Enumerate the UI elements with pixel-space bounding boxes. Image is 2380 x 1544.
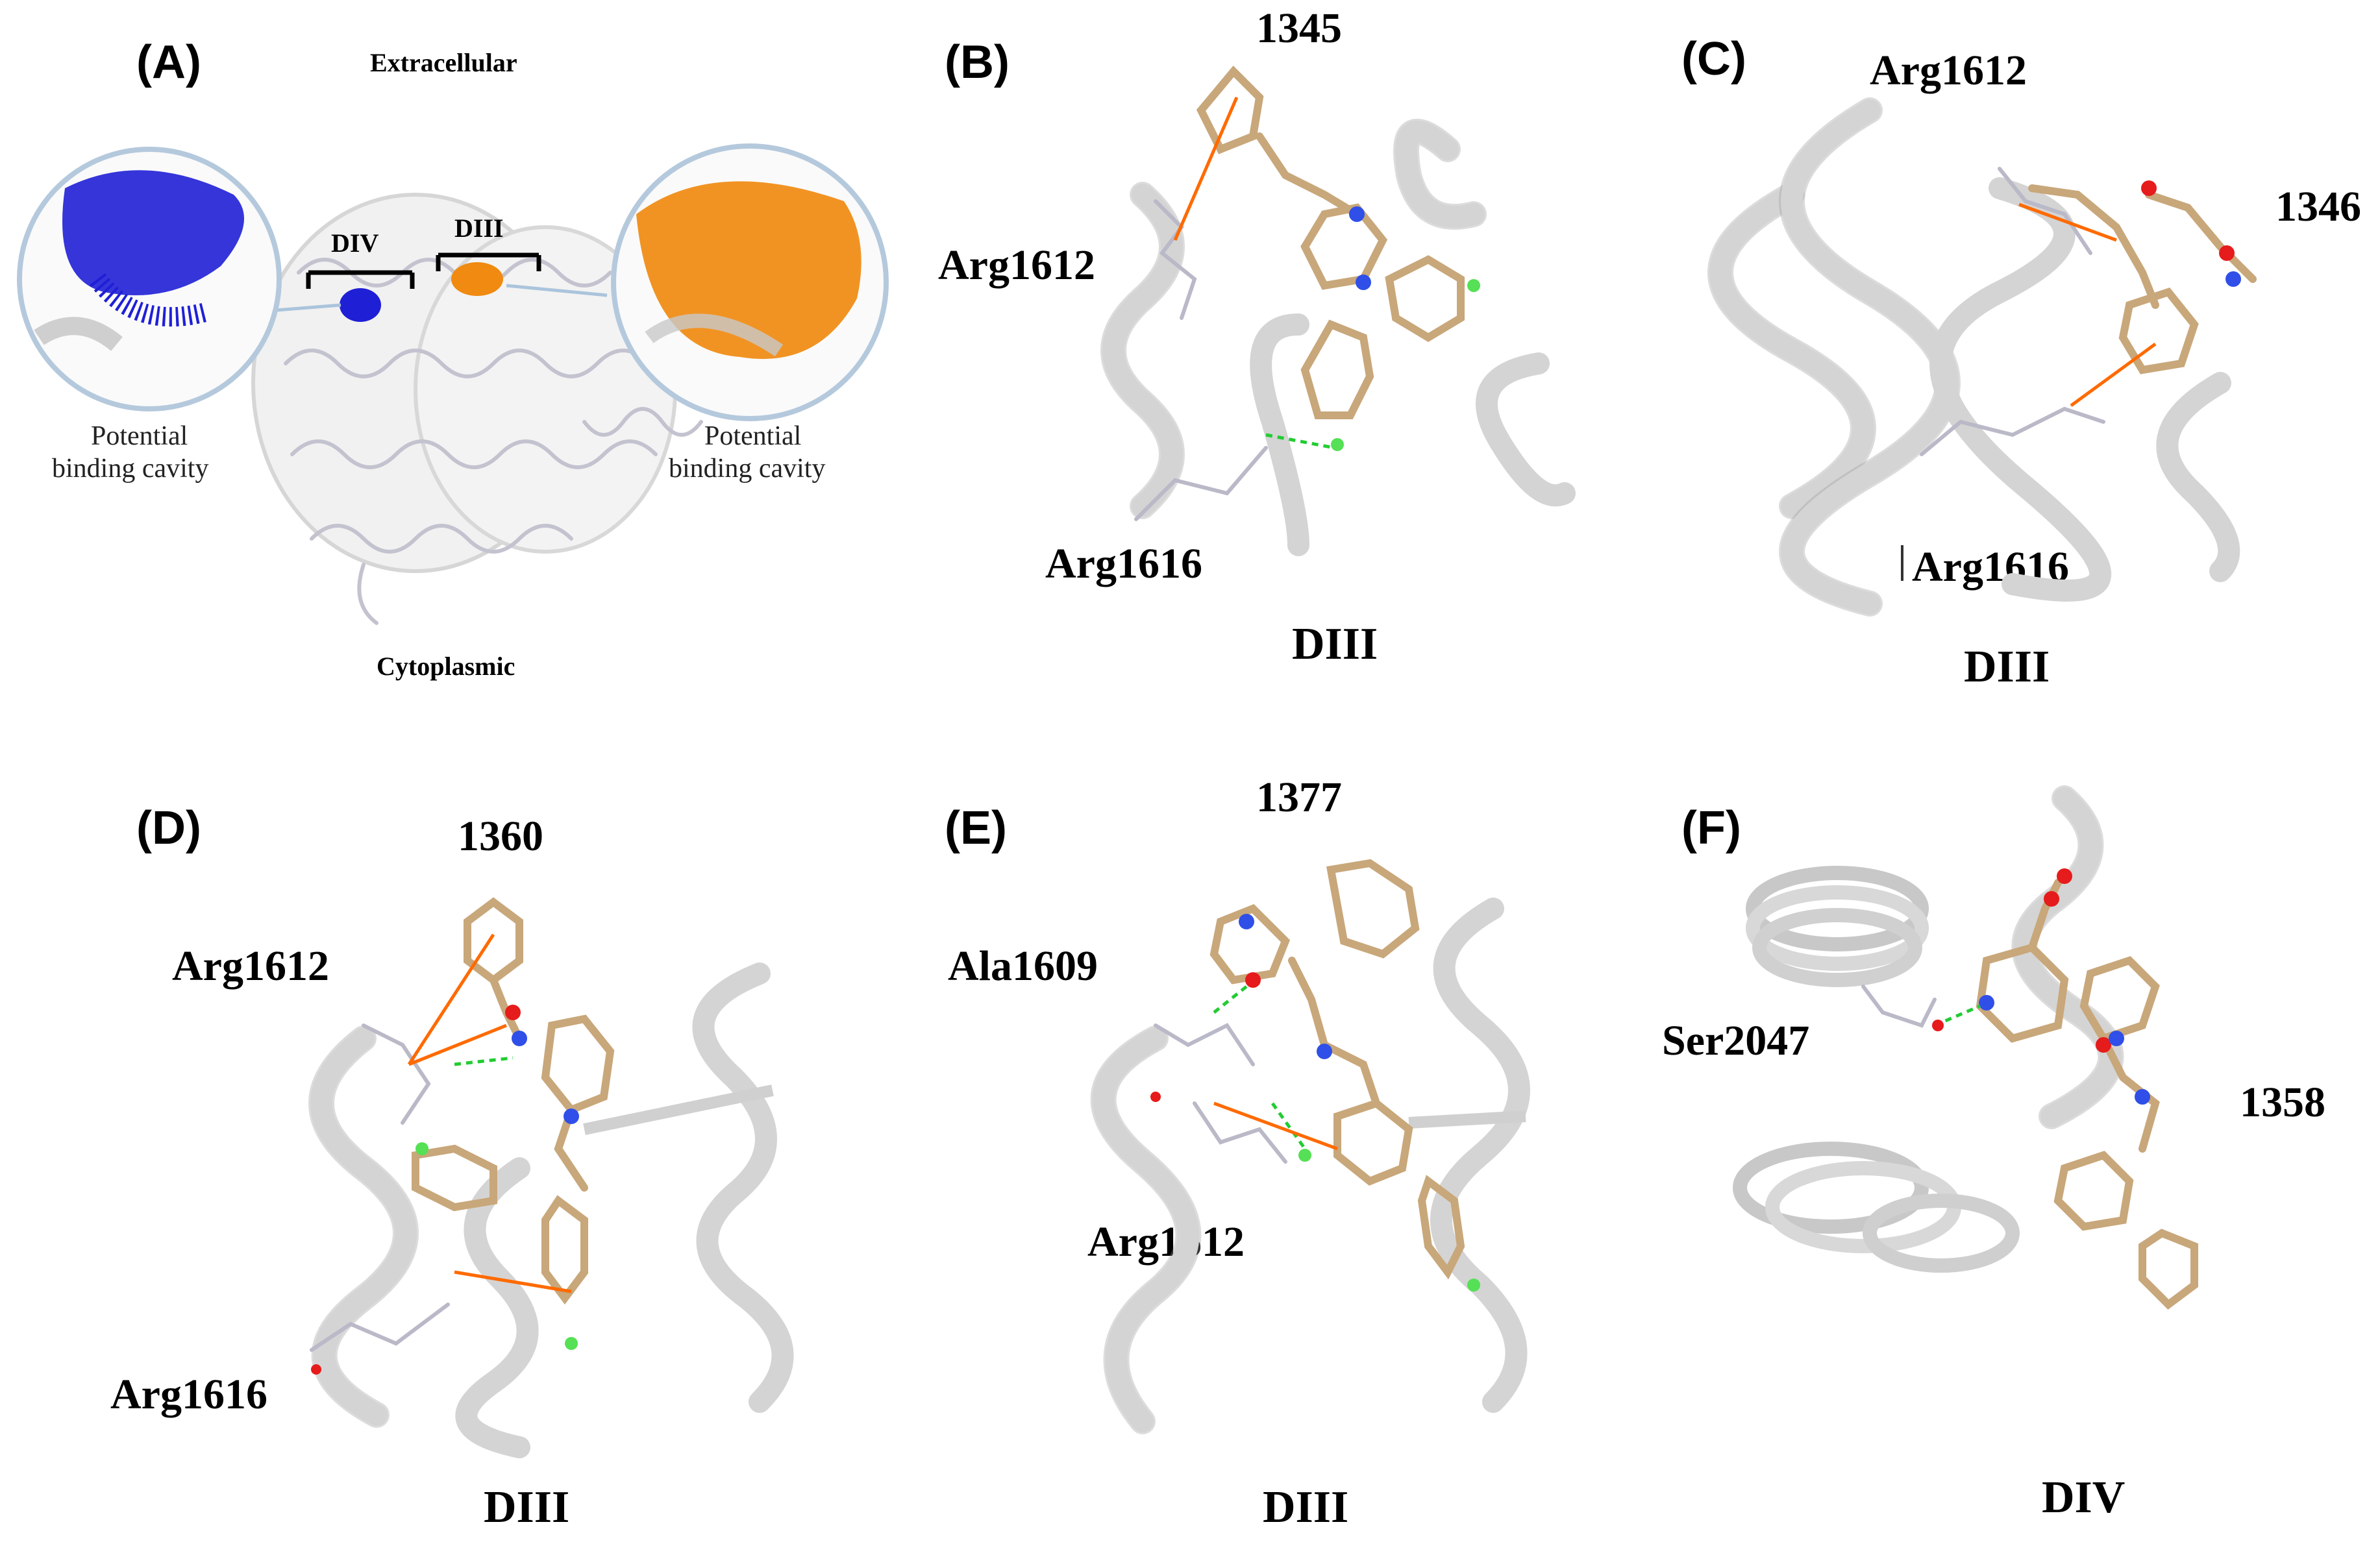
extracellular-label: Extracellular [370, 48, 517, 77]
panel-d-ligand [412, 897, 615, 1350]
panel-e-domain: DIII [1263, 1482, 1348, 1532]
panel-c-residue-1: Arg1612 [1870, 47, 2027, 94]
right-caption-line-1: Potential [704, 421, 801, 451]
panel-b-domain: DIII [1292, 619, 1378, 669]
panel-d-sidechains [310, 933, 572, 1375]
panel-f: (F) Ser2047 1358 DIV [1662, 785, 2325, 1523]
panel-b-compound: 1345 [1256, 5, 1342, 52]
panel-c-ligand [2028, 180, 2257, 374]
panel-f-ligand [1976, 868, 2198, 1310]
panel-c-domain: DIII [1964, 642, 2050, 692]
right-caption-line-2: binding cavity [669, 454, 825, 484]
panel-e-residue-1: Ala1609 [948, 942, 1098, 990]
panel-b-residue-1: Arg1612 [938, 241, 1095, 289]
panel-d-domain: DIII [484, 1482, 569, 1532]
panel-e-residue-2: Arg1612 [1087, 1218, 1245, 1266]
diii-bracket-label: DIII [454, 214, 504, 243]
panel-d-compound: 1360 [458, 813, 543, 860]
panel-c-sidechains [1901, 167, 2157, 581]
panel-f-domain: DIV [2042, 1473, 2125, 1523]
cytoplasmic-label: Cytoplasmic [377, 652, 515, 681]
panel-e-helices [1090, 898, 1530, 1434]
panel-b-ligand [1196, 66, 1480, 451]
panel-d-residue-1: Arg1612 [172, 942, 329, 990]
panel-c-label: (C) [1681, 33, 1746, 85]
panel-f-residue-1: Ser2047 [1662, 1017, 1809, 1064]
panel-a-label: (A) [136, 36, 201, 88]
panel-c-helices [1707, 97, 2240, 617]
panel-d-label: (D) [136, 802, 201, 854]
panel-e: (E) 1377 Ala1609 Arg1612 DIII [945, 774, 1530, 1532]
panel-e-label: (E) [945, 802, 1007, 854]
panel-a: (A) Extracellular Cytoplasmic DIV DIII [17, 36, 889, 681]
panel-f-sidechains [1861, 985, 1981, 1031]
div-bracket-label: DIV [331, 228, 378, 258]
panel-c-compound: 1346 [2275, 183, 2361, 230]
panel-e-ligand [1209, 859, 1480, 1292]
panel-b-sidechains [1134, 97, 1335, 521]
left-caption-line-2: binding cavity [52, 454, 208, 484]
diii-cavity-small [451, 262, 503, 296]
div-cavity-small [340, 288, 381, 322]
panel-d: (D) 1360 Arg1612 Arg1616 DIII [110, 802, 794, 1532]
panel-f-helices [1733, 785, 2124, 1273]
panel-b-label: (B) [945, 36, 1010, 88]
panel-b: (B) 1345 Arg1612 Arg1616 DIII [938, 5, 1576, 669]
panel-e-sidechains [1150, 985, 1338, 1164]
diii-cavity-zoom [611, 143, 889, 421]
panel-d-helices [308, 962, 794, 1458]
panel-c: (C) Arg1612 1346 Arg1616 DIII [1681, 33, 2361, 692]
div-cavity-zoom [17, 147, 282, 411]
panel-b-helices [1100, 118, 1576, 556]
panel-b-residue-2: Arg1616 [1045, 540, 1202, 587]
panel-e-compound: 1377 [1256, 774, 1342, 821]
panel-d-residue-2: Arg1616 [110, 1371, 267, 1418]
panel-f-label: (F) [1681, 802, 1741, 854]
panel-f-compound: 1358 [2240, 1079, 2325, 1126]
left-caption-line-1: Potential [91, 421, 188, 451]
